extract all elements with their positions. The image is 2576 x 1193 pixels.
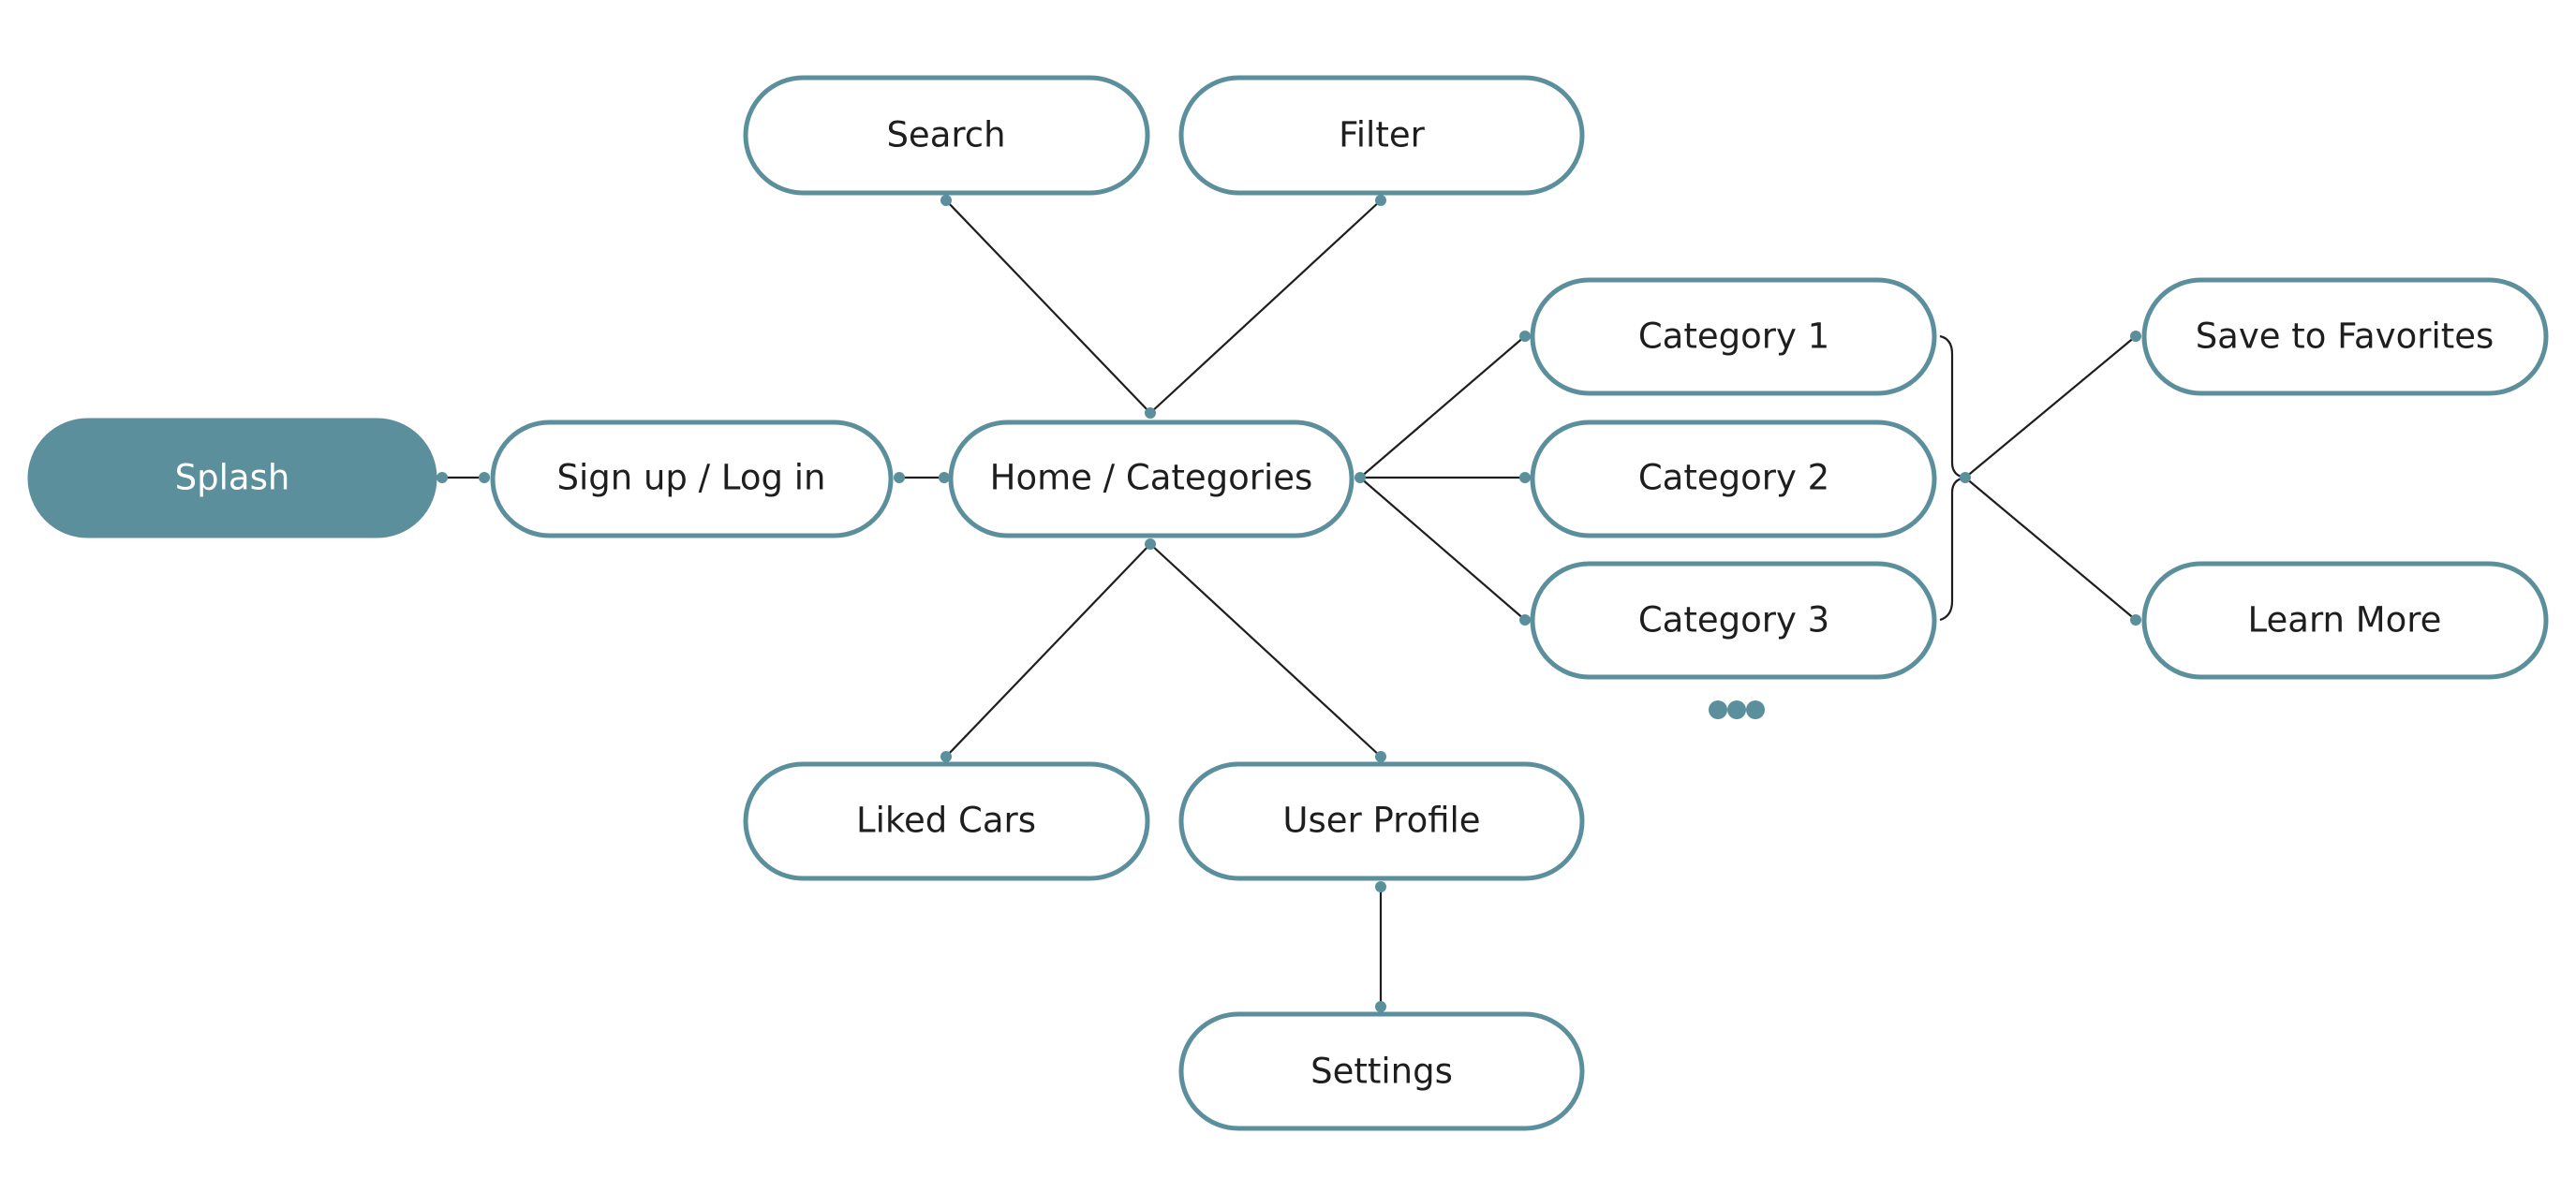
node-signup: Sign up / Log in — [490, 420, 894, 538]
ellipsis-icon — [1709, 700, 1765, 719]
node-splash: Splash — [27, 418, 437, 538]
connector-home-search — [945, 199, 1151, 414]
connector-home-category-3 — [1359, 477, 1526, 621]
connector-dot — [2130, 614, 2141, 626]
node-signup-label: Sign up / Log in — [557, 458, 826, 498]
connector-dot — [1375, 195, 1386, 206]
connector-dot — [437, 472, 448, 483]
connector-dots — [437, 195, 2141, 1012]
node-category-3: Category 3 — [1530, 561, 1937, 680]
connector-home-liked-cars — [945, 543, 1151, 758]
connector-dot — [1519, 614, 1531, 626]
connector-dot — [1145, 538, 1156, 550]
connector-dot — [1355, 472, 1366, 483]
connector-categories-save-favorites — [1964, 335, 2137, 479]
node-home: Home / Categories — [948, 420, 1355, 538]
node-home-label: Home / Categories — [990, 458, 1313, 498]
node-splash-label: Splash — [175, 458, 290, 498]
node-learn-more-label: Learn More — [2248, 600, 2442, 641]
connector-dot — [1375, 881, 1386, 892]
node-search-label: Search — [886, 115, 1005, 155]
connector-dot — [939, 472, 950, 483]
node-save-favorites: Save to Favorites — [2141, 277, 2549, 396]
connector-home-filter — [1149, 199, 1382, 414]
node-filter-label: Filter — [1339, 115, 1425, 155]
node-save-favorites-label: Save to Favorites — [2196, 317, 2495, 357]
node-liked-cars-label: Liked Cars — [856, 801, 1036, 841]
connector-dot — [1960, 472, 1971, 483]
node-search: Search — [743, 75, 1150, 196]
node-category-1-label: Category 1 — [1638, 317, 1829, 357]
connector-dot — [1519, 472, 1531, 483]
node-liked-cars: Liked Cars — [743, 761, 1150, 881]
connector-dot — [1145, 407, 1156, 419]
node-category-1: Category 1 — [1530, 277, 1937, 396]
node-category-2-label: Category 2 — [1638, 458, 1829, 498]
connector-home-category-1 — [1359, 335, 1526, 479]
connector-dot — [2130, 331, 2141, 342]
node-filter: Filter — [1178, 75, 1585, 196]
connector-home-user-profile — [1149, 543, 1382, 758]
connector-dot — [940, 751, 952, 762]
node-user-profile: User Profile — [1178, 761, 1585, 881]
node-settings: Settings — [1178, 1011, 1585, 1131]
connector-dot — [1519, 331, 1531, 342]
connector-dot — [1375, 751, 1386, 762]
connector-dot — [479, 472, 490, 483]
node-learn-more: Learn More — [2141, 561, 2549, 680]
connector-dot — [1375, 1001, 1386, 1012]
connector-categories-learn-more — [1964, 477, 2137, 621]
node-user-profile-label: User Profile — [1282, 801, 1480, 841]
connector-dot — [940, 195, 952, 206]
node-category-2: Category 2 — [1530, 420, 1937, 538]
connectors — [440, 199, 2137, 1007]
connector-dot — [894, 472, 905, 483]
node-category-3-label: Category 3 — [1638, 600, 1829, 641]
node-settings-label: Settings — [1310, 1052, 1453, 1092]
